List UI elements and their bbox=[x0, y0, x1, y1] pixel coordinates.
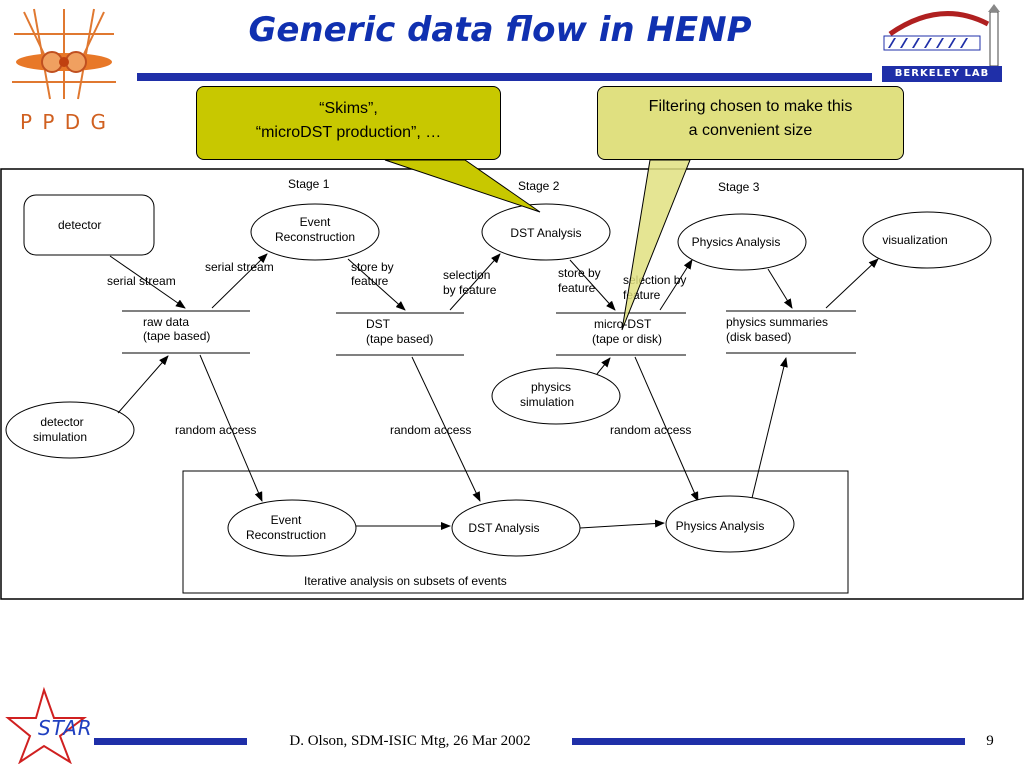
physics-summaries-label-1: physics summaries bbox=[726, 315, 828, 329]
iter-dst-analysis-node bbox=[451, 499, 581, 557]
detector-sim-label-1: detector bbox=[40, 415, 83, 429]
serial-stream-label-b: serial stream bbox=[205, 260, 274, 274]
random-access-label-2: random access bbox=[390, 423, 471, 437]
iterative-analysis-box bbox=[182, 470, 849, 594]
dst-store-label-2: (tape based) bbox=[366, 332, 433, 346]
raw-data-label-2: (tape based) bbox=[143, 329, 210, 343]
detector-sim-label-2: simulation bbox=[33, 430, 87, 444]
store-by-label-a2: feature bbox=[351, 274, 389, 288]
visualization-label: visualization bbox=[882, 233, 947, 247]
store-by-label-b2: feature bbox=[558, 281, 596, 295]
stage-3-label: Stage 3 bbox=[718, 180, 760, 194]
detector-box bbox=[23, 194, 155, 256]
star-logo: STAR bbox=[4, 686, 114, 765]
physics-summaries-label-2: (disk based) bbox=[726, 330, 791, 344]
skims-callout-pointer bbox=[384, 159, 541, 213]
filter-callout-line2: a convenient size bbox=[688, 122, 813, 139]
iter-dst-label: DST Analysis bbox=[468, 521, 539, 535]
arrow-dst-to-dst-analysis bbox=[449, 253, 501, 311]
serial-stream-label-a: serial stream bbox=[107, 274, 176, 288]
ppdg-logo-text: P P D G bbox=[19, 110, 109, 134]
data-flow-diagram: Stage 1 Stage 2 Stage 3 detector Event R… bbox=[0, 168, 1024, 600]
arrow-summaries-to-visualization bbox=[825, 258, 879, 309]
iter-event-reconstruction-node bbox=[227, 499, 357, 557]
arrow-raw-random-access bbox=[199, 354, 263, 502]
physics-sim-label-1: physics bbox=[531, 380, 571, 394]
footer-text: D. Olson, SDM-ISIC Mtg, 26 Mar 2002 bbox=[289, 733, 531, 749]
berkeley-lab-text: BERKELEY LAB bbox=[894, 68, 990, 79]
filter-callout: Filtering chosen to make this a convenie… bbox=[597, 86, 904, 160]
dst-store-label-1: DST bbox=[366, 317, 391, 331]
raw-data-label-1: raw data bbox=[143, 315, 189, 329]
arrow-iter-to-summaries bbox=[751, 357, 788, 499]
berkeley-lab-logo: BERKELEY LAB bbox=[880, 4, 1018, 86]
physics-summaries-store bbox=[726, 310, 856, 354]
arrow-physsim-to-micro bbox=[596, 357, 611, 375]
random-access-label-1: random access bbox=[175, 423, 256, 437]
title-underline bbox=[137, 73, 872, 81]
footer-rule-left bbox=[94, 738, 247, 745]
dst-analysis-label: DST Analysis bbox=[510, 226, 581, 240]
iter-event-label-2: Reconstruction bbox=[246, 528, 326, 542]
iter-event-label-1: Event bbox=[271, 513, 302, 527]
micro-dst-label-2: (tape or disk) bbox=[592, 332, 662, 346]
dst-store bbox=[336, 312, 464, 356]
micro-dst-store bbox=[556, 312, 686, 356]
random-access-label-3: random access bbox=[610, 423, 691, 437]
slide-title: Generic data flow in HENP bbox=[248, 10, 752, 50]
raw-data-store bbox=[122, 310, 250, 354]
physics-simulation-node bbox=[491, 367, 621, 425]
ppdg-logo-graphic bbox=[12, 8, 116, 100]
selection-label-a1: selection bbox=[443, 268, 490, 282]
arrow-raw-to-event-reco bbox=[211, 253, 268, 309]
store-by-label-b1: store by bbox=[558, 266, 601, 280]
arrow-event-reco-to-dst bbox=[347, 258, 406, 311]
filter-callout-line1: Filtering chosen to make this bbox=[648, 98, 853, 115]
physics-analysis-label: Physics Analysis bbox=[692, 235, 781, 249]
footer-rule-right bbox=[572, 738, 965, 745]
store-by-label-a1: store by bbox=[351, 260, 394, 274]
iter-physics-label: Physics Analysis bbox=[676, 519, 765, 533]
ppdg-logo: P P D G bbox=[4, 4, 122, 134]
arrow-dst-analysis-to-micro bbox=[569, 259, 616, 311]
arrow-iter-dst-to-physics bbox=[579, 519, 665, 529]
physics-sim-label-2: simulation bbox=[520, 395, 574, 409]
event-reco-label-2: Reconstruction bbox=[275, 230, 355, 244]
stage-1-label: Stage 1 bbox=[288, 177, 330, 191]
visualization-node bbox=[862, 211, 992, 269]
event-reco-label-1: Event bbox=[300, 215, 331, 229]
star-logo-text: STAR bbox=[38, 716, 93, 740]
skims-callout-line1: “Skims”, bbox=[319, 100, 378, 117]
arrow-micro-to-physics bbox=[659, 259, 693, 311]
stage-2-label: Stage 2 bbox=[518, 179, 560, 193]
skims-callout-line2: “microDST production”, … bbox=[255, 124, 442, 141]
berkeley-lab-graphic bbox=[882, 4, 1002, 82]
arrow-dst-random-access bbox=[411, 356, 481, 502]
arrow-detsim-to-raw bbox=[117, 355, 169, 414]
page-number: 9 bbox=[986, 733, 994, 749]
detector-simulation-node bbox=[5, 401, 135, 459]
iter-physics-analysis-node bbox=[665, 495, 795, 553]
filter-callout-pointer bbox=[621, 159, 691, 331]
arrow-micro-random-access bbox=[634, 356, 699, 502]
detector-label: detector bbox=[58, 218, 101, 232]
star-logo-graphic bbox=[5, 686, 87, 765]
event-reconstruction-node bbox=[250, 203, 380, 261]
physics-analysis-node bbox=[677, 213, 807, 271]
arrow-detector-to-raw bbox=[109, 255, 186, 309]
selection-label-a2: by feature bbox=[443, 283, 497, 297]
arrow-physics-to-summaries bbox=[767, 268, 793, 309]
skims-callout: “Skims”, “microDST production”, … bbox=[196, 86, 501, 160]
iterative-analysis-label: Iterative analysis on subsets of events bbox=[304, 574, 507, 588]
dst-analysis-node bbox=[481, 203, 611, 261]
